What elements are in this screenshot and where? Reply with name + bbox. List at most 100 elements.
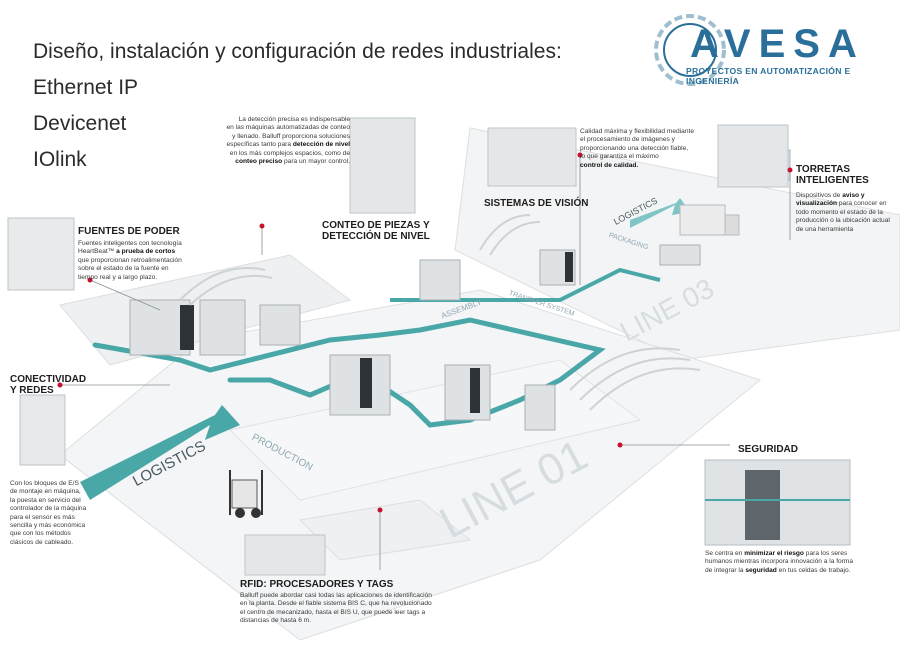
marker-rfid — [377, 507, 383, 513]
logistics-arrow-large — [80, 405, 240, 500]
arch-6 — [579, 357, 691, 401]
rfid-title: RFID: PROCESADORES Y TAGS — [240, 579, 394, 590]
conectividad-body-4: controlador de la máquina — [10, 505, 87, 513]
conectividad-description: Con los bloques de E/S de montaje en máq… — [10, 480, 110, 547]
machine-panel-4 — [565, 252, 573, 282]
torretas-title-2: INTELIGENTES — [796, 175, 869, 186]
io-block-photo — [19, 394, 66, 466]
logistics-arrow-small — [630, 198, 690, 228]
machine-7 — [419, 259, 461, 301]
leader-fuentes — [89, 279, 161, 311]
marker-seguridad — [617, 442, 623, 448]
power-supply-photo — [7, 217, 75, 291]
conteo-body-5: en los más complejos espacios, como de — [229, 149, 350, 157]
callout-leaders — [60, 155, 791, 570]
fuentes-body-1: Fuentes inteligentes con tecnología — [78, 240, 182, 247]
forklift-wheel-2 — [251, 508, 261, 518]
counting-photo — [349, 117, 416, 214]
forklift-body — [231, 479, 258, 509]
torretas-body-1: Dispositivos de aviso y — [796, 192, 865, 199]
fuentes-description: Fuentes inteligentes con tecnología Hear… — [78, 240, 208, 282]
machine-panel-2 — [360, 358, 372, 408]
conectividad-body-5: para el sensor es más — [10, 513, 75, 521]
vision-body-5: control de calidad. — [580, 161, 639, 169]
conectividad-body-6: sencilla y más económica — [10, 522, 86, 530]
fuentes-body-4: sobre el estado de la fuente en — [78, 265, 169, 273]
logo-inner-ring — [663, 23, 717, 77]
fuentes-body-5: tiempo real y a largo plazo. — [78, 273, 158, 281]
safety-cell-robot — [745, 470, 780, 540]
conectividad-title: CONECTIVIDAD Y REDES — [10, 374, 86, 396]
arch-5 — [569, 347, 681, 391]
arch-4 — [489, 221, 541, 256]
truck-box — [679, 204, 726, 236]
conteo-body-3: y llenado. Balluff proporciona solucione… — [232, 132, 350, 140]
seguridad-description: Se centra en minimizar el riesgo para lo… — [705, 550, 895, 575]
vision-description: Calidad máxima y flexibilidad mediante e… — [580, 128, 720, 170]
vision-body-3: proporcionando una detección fiable, — [580, 144, 689, 152]
conteo-title: CONTEO DE PIEZAS Y DETECCIÓN DE NIVEL — [322, 220, 430, 242]
machine-2 — [199, 299, 246, 356]
conteo-body-6: conteo preciso para un mayor control. — [235, 158, 350, 166]
arch-structures — [179, 214, 701, 411]
seguridad-body-2: humanos mientras incorpora innovación a … — [705, 558, 854, 566]
vision-title: SISTEMAS DE VISIÓN — [484, 198, 589, 209]
conveyor-upper — [390, 267, 661, 302]
marker-conectividad — [57, 382, 63, 388]
torretas-body-2: visualización para conocer en — [796, 200, 887, 208]
arch-2 — [189, 274, 273, 306]
headline-line-3: Devicenet — [33, 112, 127, 135]
conteo-title-2: DETECCIÓN DE NIVEL — [322, 231, 430, 242]
machine-10 — [659, 244, 701, 266]
torretas-body-4: producción o la ubicación actual — [796, 217, 890, 225]
conteo-body-4: específicas tanto para detección de nive… — [226, 141, 350, 149]
torretas-body-3: todo momento el estado de la — [796, 208, 883, 216]
conectividad-title-2: Y REDES — [10, 385, 54, 396]
torretas-title-1: TORRETAS — [796, 164, 851, 175]
arch-7 — [589, 367, 701, 411]
rfid-body-3: el centro de mecanizado, hasta el BIS U,… — [240, 608, 426, 616]
headline-line-2: Ethernet IP — [33, 76, 139, 99]
avesa-logo-mark — [654, 14, 726, 86]
rfid-description: Balluff puede abordar casi todas las apl… — [240, 592, 480, 626]
seguridad-body-1: Se centra en minimizar el riesgo para lo… — [705, 550, 848, 557]
conectividad-body-1: Con los bloques de E/S — [10, 480, 79, 487]
logo-subtitle: PROYECTOS EN AUTOMATIZACIÓN E INGENIERÍA — [686, 66, 851, 86]
conteo-body-1: La detección precisa es indispensable — [238, 116, 350, 123]
vision-photo — [487, 127, 577, 187]
conectividad-body-8: clásicos de cableado. — [10, 538, 74, 546]
truck-cab — [724, 214, 740, 236]
marker-vision — [577, 152, 583, 158]
machine-6 — [524, 384, 556, 431]
vision-body-4: lo que garantiza el máximo — [580, 153, 659, 161]
rfid-body-4: distancias de hasta 6 m. — [240, 617, 312, 625]
forklift-wheel-1 — [235, 508, 245, 518]
torretas-body-5: de una herramienta — [796, 225, 854, 233]
rfid-body-2: en la planta. Desde el fiable sistema BI… — [240, 600, 432, 608]
conectividad-body-2: de montaje en máquina, — [10, 488, 81, 496]
conectividad-title-1: CONECTIVIDAD — [10, 374, 87, 385]
safety-cell-photo — [704, 459, 851, 546]
fuentes-body-3: que proporcionan retroalimentación — [78, 256, 182, 264]
truck-illustration — [679, 204, 740, 236]
logo-gear-ring — [654, 14, 726, 86]
machine-panels — [180, 252, 573, 413]
fuentes-body-2: HeartBeat™ a prueba de cortos — [78, 248, 176, 256]
seguridad-title: SEGURIDAD — [738, 444, 799, 455]
headline-line-4: IOlink — [33, 148, 87, 171]
headline-line-1: Diseño, instalación y configuración de r… — [33, 40, 562, 63]
arch-1 — [179, 267, 266, 301]
marker-fuentes — [87, 277, 93, 283]
conteo-description: La detección precisa es indispensable en… — [212, 116, 350, 166]
callout-markers — [57, 152, 793, 513]
fuentes-title: FUENTES DE PODER — [78, 226, 180, 237]
conectividad-body-7: que con los métodos — [10, 530, 71, 538]
seguridad-body-3: de integrar la seguridad en tus celdas d… — [705, 566, 851, 574]
torretas-title: TORRETAS INTELIGENTES — [796, 164, 869, 186]
machine-3 — [259, 304, 301, 346]
conteo-title-1: CONTEO DE PIEZAS Y — [322, 220, 430, 231]
vision-body-1: Calidad máxima y flexibilidad mediante — [580, 128, 694, 135]
marker-torretas — [787, 167, 793, 173]
